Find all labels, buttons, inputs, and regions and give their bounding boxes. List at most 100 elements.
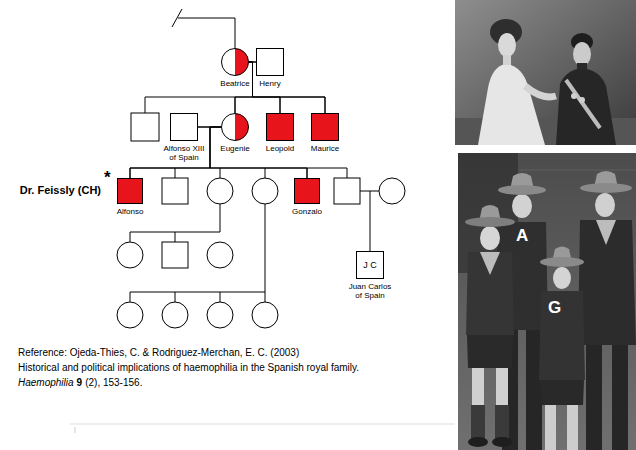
female-circle (117, 242, 143, 268)
female-circle (207, 302, 233, 328)
descent-line (265, 292, 266, 302)
female-circle (221, 48, 249, 76)
descent-line (130, 232, 131, 242)
affected-male: Gonzalo (294, 178, 320, 204)
descent-line (220, 292, 221, 302)
affected-male: Leopold (266, 113, 294, 141)
woman-face (498, 33, 516, 57)
unaffected-male: Alfonso XIII of Spain (170, 113, 198, 141)
shape-outline (222, 49, 249, 76)
scout-face (480, 226, 500, 250)
scout-shorts (467, 335, 513, 368)
shape-outline (118, 179, 143, 204)
affected-male: Maurice (311, 113, 339, 141)
photo-ground (455, 0, 636, 145)
shape-outline (312, 114, 339, 141)
photo-wall (520, 170, 636, 171)
unaffected-male: J CJuan Carlos of Spain (356, 251, 384, 279)
shape-outline (267, 114, 294, 141)
unaffected-male: Henry (256, 48, 284, 76)
male-square (162, 178, 188, 204)
scout-face (512, 194, 532, 218)
female-circle (221, 113, 249, 141)
descent-line (220, 204, 221, 232)
ancestry-line (178, 18, 235, 19)
shape-outline (171, 114, 198, 141)
man-medal (571, 93, 577, 99)
male-square (294, 178, 320, 204)
shape-outline (257, 49, 284, 76)
ancestry-line (235, 18, 236, 48)
scout-body (539, 291, 585, 380)
person-name: Gonzalo (292, 207, 322, 216)
scout-scarf (480, 252, 500, 275)
scout-boot (468, 437, 488, 447)
man-sash (566, 80, 600, 128)
male-square (117, 178, 143, 204)
person-name: Eugenie (220, 144, 249, 153)
carrier-female: Eugenie (221, 113, 249, 141)
scout-sock (495, 405, 509, 440)
descent-line (130, 292, 131, 302)
male-square (170, 113, 198, 141)
page-mark (75, 427, 76, 433)
carrier-half (235, 49, 249, 76)
scout-hat (498, 185, 546, 195)
scout-leg (545, 405, 556, 450)
scout-face (595, 193, 615, 217)
descent-line (370, 191, 371, 251)
break-slash (172, 9, 182, 27)
male-square (256, 48, 284, 76)
photo-ground (458, 153, 636, 450)
woman-arm (525, 86, 556, 97)
scout-hat (540, 257, 584, 267)
sibship-line (130, 292, 265, 293)
male-square (311, 113, 339, 141)
person-name: Alfonso XIII of Spain (161, 144, 207, 162)
scout-hat (580, 183, 632, 193)
man-uniform (556, 68, 616, 145)
scout-shorts (540, 380, 584, 405)
proband-asterisk: * (104, 168, 111, 188)
female-circle (162, 302, 188, 328)
issue-pages: (2), 153-156. (85, 377, 142, 389)
man-face (573, 42, 591, 66)
unnamed-members (117, 113, 405, 328)
male-square (266, 113, 294, 141)
female-circle (379, 178, 405, 204)
pedigree-lines (130, 9, 379, 302)
scout-leg (586, 345, 602, 450)
physician-note: Dr. Feissly (CH) (20, 184, 101, 197)
journal-name: Haemophilia (18, 377, 74, 389)
affected-male: Alfonso (117, 178, 143, 204)
woman-dress (478, 64, 545, 145)
male-square (131, 113, 159, 141)
scout-hat (465, 217, 515, 227)
female-circle (207, 242, 233, 268)
scout-leg (612, 345, 628, 450)
reference-text: Reference: Ojeda-Thies, C. & Rodriguez-M… (18, 347, 299, 359)
descent-line (145, 97, 146, 113)
shape-fill (222, 114, 249, 141)
scout-scarf (596, 220, 616, 245)
scout-leg (567, 405, 578, 450)
descent-line (265, 168, 266, 178)
shape-outline (357, 252, 384, 279)
page-rule (70, 424, 455, 425)
female-circle (252, 178, 278, 204)
carrier-female: Beatrice (221, 48, 249, 76)
descent-line (347, 168, 348, 178)
scout-body (578, 220, 636, 345)
person-name: Maurice (311, 144, 339, 153)
scout-face (553, 267, 571, 289)
male-square (334, 178, 360, 204)
descent-line (175, 292, 176, 302)
person-name: Alfonso (117, 207, 144, 216)
shape-outline (295, 179, 320, 204)
shape-outline (222, 114, 249, 141)
person-name: Henry (259, 79, 280, 88)
descent-line (175, 232, 176, 242)
carrier-half (235, 114, 249, 141)
scout-boot (492, 437, 512, 447)
